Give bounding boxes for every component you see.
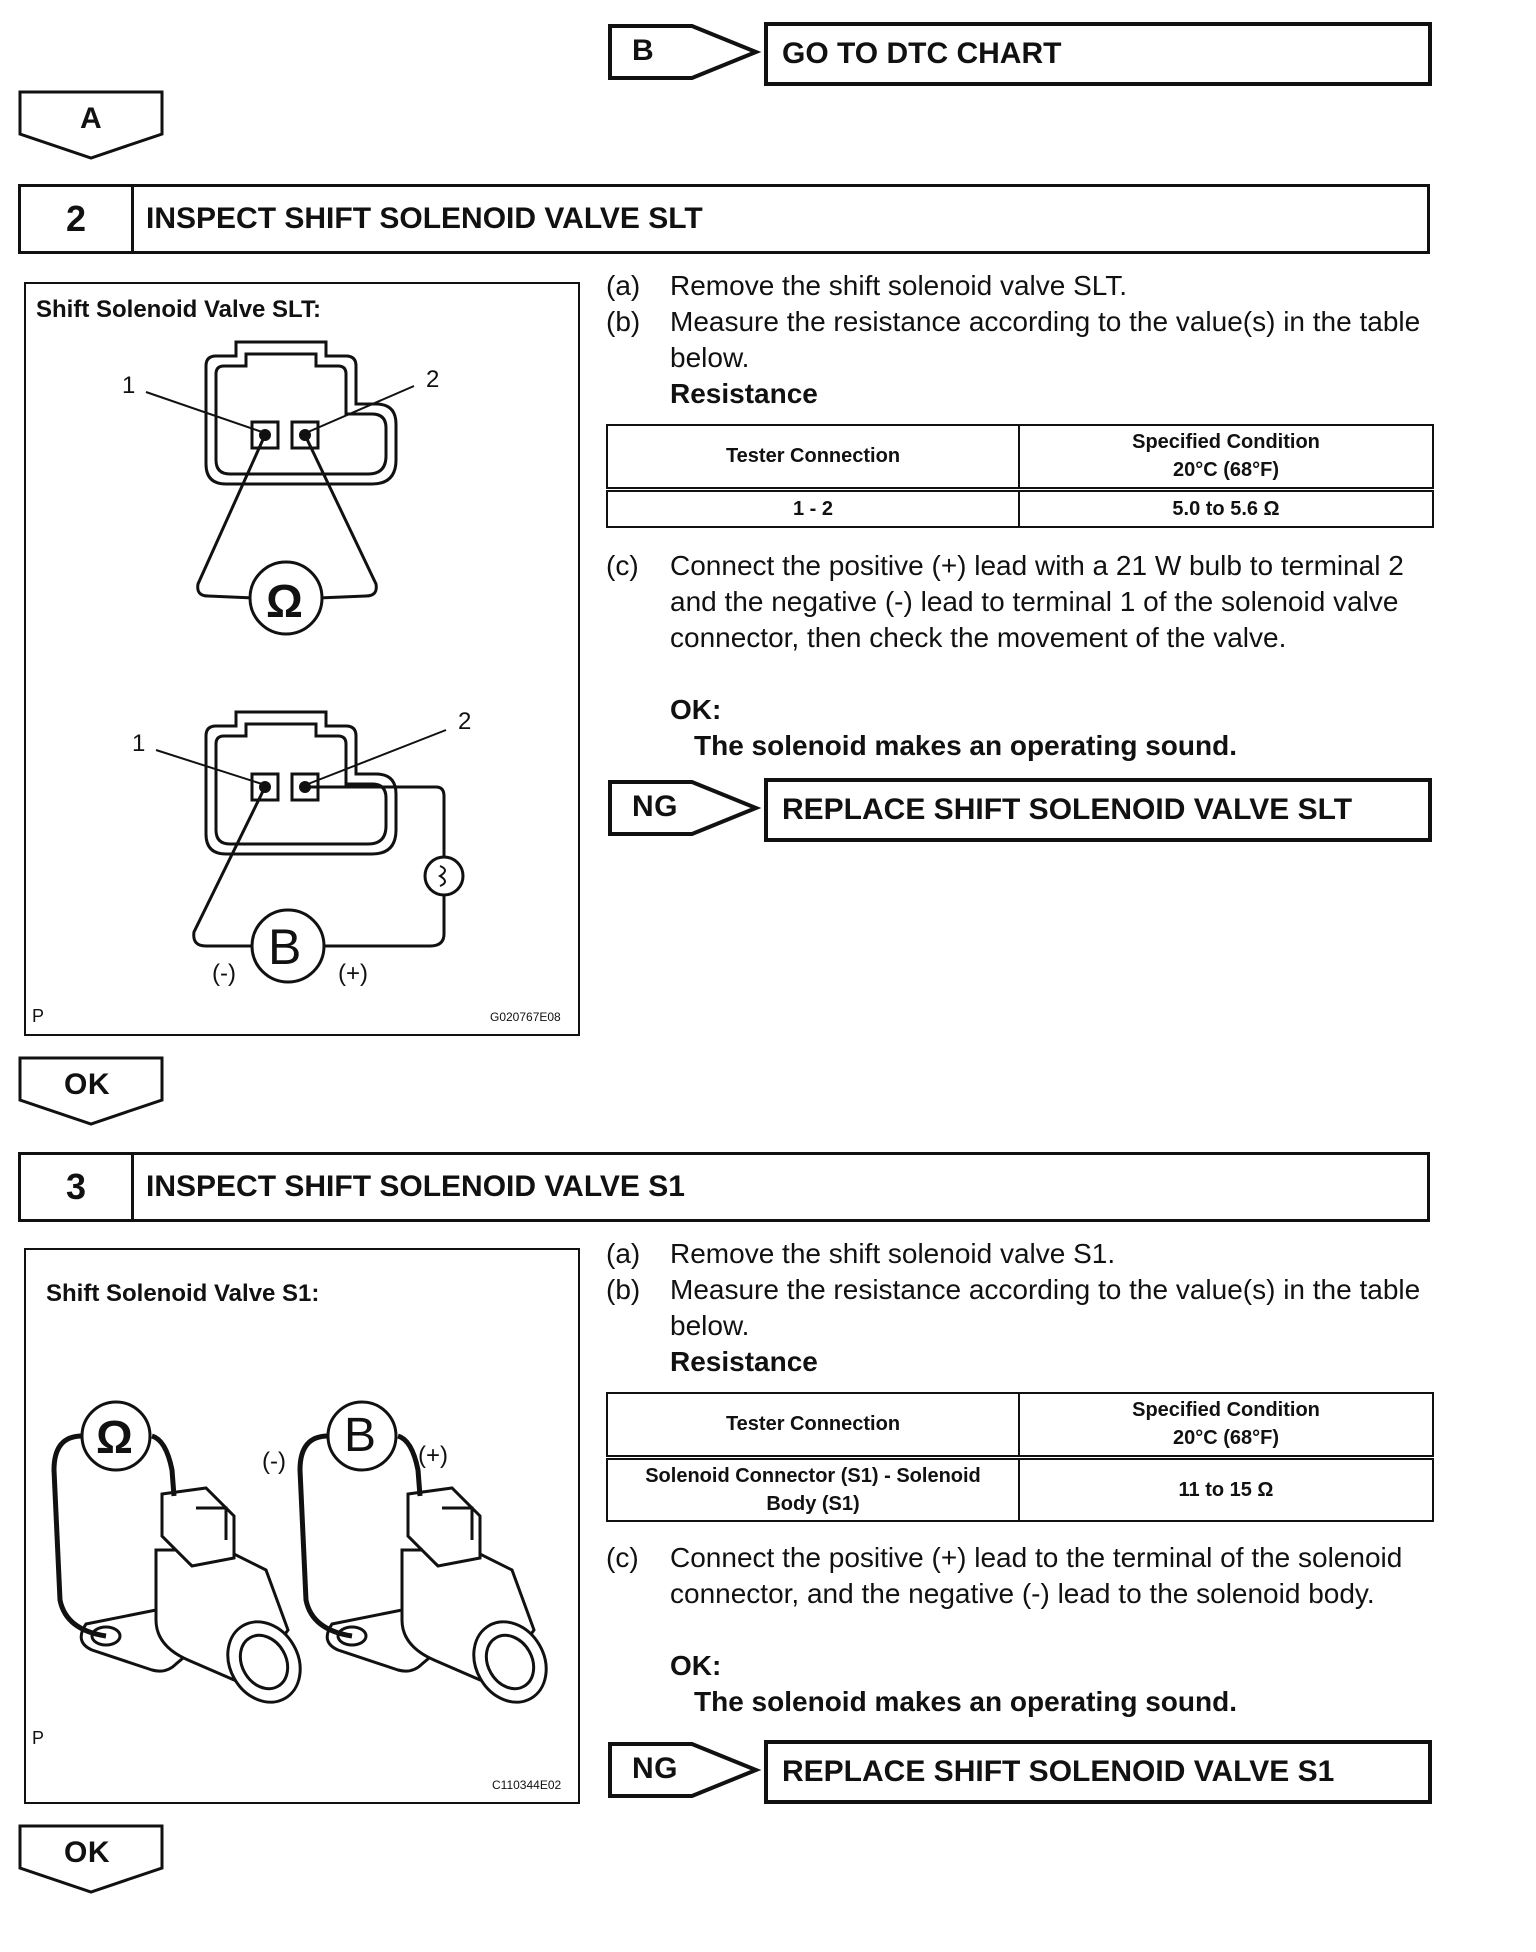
s1-solenoid-left — [79, 1486, 302, 1704]
s2-resistance-table: Tester Connection Specified Condition 20… — [606, 424, 1434, 528]
section-2-header: 2 INSPECT SHIFT SOLENOID VALVE SLT — [18, 184, 1430, 254]
s2-ok-text: The solenoid makes an operating sound. — [694, 730, 1237, 761]
s3-table-cell-condition: 11 to 15 Ω — [1018, 1454, 1434, 1522]
slt-term1-top-label: 1 — [122, 372, 136, 399]
s2-step-c: (c) Connect the positive (+) lead with a… — [606, 550, 1404, 653]
s1-battery-symbol: B — [344, 1409, 377, 1462]
s3-ng-result-box: REPLACE SHIFT SOLENOID VALVE S1 — [764, 1740, 1432, 1804]
figure-slt-diagram — [145, 340, 465, 984]
slt-term2-bottom-label: 2 — [458, 708, 472, 735]
s2-table-header-connection: Tester Connection — [606, 424, 1020, 490]
s2-step-b: (b) Measure the resistance according to … — [606, 306, 1421, 373]
s2-ok-label: OK: — [670, 694, 722, 725]
figure-s1-corner-label: P — [32, 1728, 45, 1748]
s3-table-header-connection: Tester Connection — [606, 1392, 1020, 1458]
s3-ok-text: The solenoid makes an operating sound. — [694, 1686, 1237, 1717]
figure-slt-corner-label: P — [32, 1006, 45, 1026]
s3-ng-arrow — [608, 1742, 762, 1798]
s1-pos-label: (+) — [418, 1442, 448, 1469]
s2-table-header-condition: Specified Condition 20°C (68°F) — [1018, 424, 1434, 490]
s2-ok-arrow-label: OK — [64, 1068, 110, 1101]
flow-b-result-text: GO TO DTC CHART — [782, 37, 1062, 70]
slt-ohm-symbol: Ω — [266, 575, 303, 627]
section-3-header: 3 INSPECT SHIFT SOLENOID VALVE S1 — [18, 1152, 1430, 1222]
slt-connector-top — [204, 340, 398, 486]
slt-battery-symbol: B — [268, 919, 302, 975]
slt-pos-label: (+) — [338, 960, 368, 987]
s3-resistance-label: Resistance — [670, 1346, 818, 1377]
s2-table-cell-condition: 5.0 to 5.6 Ω — [1018, 486, 1434, 528]
slt-terminal-1-bottom — [250, 772, 280, 802]
s3-step-b: (b) Measure the resistance according to … — [606, 1274, 1421, 1341]
s2-resistance-label: Resistance — [670, 378, 818, 409]
figure-s1-title: Shift Solenoid Valve S1: — [46, 1280, 320, 1307]
s3-ng-result-text: REPLACE SHIFT SOLENOID VALVE S1 — [782, 1755, 1335, 1788]
s1-ohmmeter — [80, 1400, 152, 1472]
flow-a-label: A — [80, 102, 103, 135]
slt-terminal-1-top — [250, 420, 280, 450]
slt-connector-bottom — [204, 710, 398, 856]
figure-slt-title: Shift Solenoid Valve SLT: — [36, 296, 321, 323]
s3-table-header-condition: Specified Condition 20°C (68°F) — [1018, 1392, 1434, 1458]
s1-battery — [326, 1400, 398, 1472]
s2-ng-result-box: REPLACE SHIFT SOLENOID VALVE SLT — [764, 778, 1432, 842]
s3-step-a: (a) Remove the shift solenoid valve S1. — [606, 1238, 1116, 1269]
s2-table-cell-connection: 1 - 2 — [606, 486, 1020, 528]
flow-b-result-box: GO TO DTC CHART — [764, 22, 1432, 86]
figure-s1: Shift Solenoid Valve S1: — [24, 1248, 580, 1804]
s2-ng-label: NG — [632, 790, 678, 823]
flow-b-label: B — [632, 34, 655, 67]
s2-ng-arrow — [608, 780, 762, 836]
slt-term2-top-label: 2 — [426, 366, 440, 393]
slt-terminal-2-top — [290, 420, 320, 450]
s2-step-a: (a) Remove the shift solenoid valve SLT. — [606, 270, 1128, 301]
figure-slt: Shift Solenoid Valve SLT: — [24, 282, 580, 1036]
s1-solenoid-right — [325, 1486, 548, 1704]
section-3-title: INSPECT SHIFT SOLENOID VALVE S1 — [146, 1170, 685, 1203]
flow-a-down-arrow — [18, 90, 164, 160]
figure-slt-code: G020767E08 — [490, 1010, 561, 1024]
s1-neg-label: (-) — [262, 1448, 286, 1475]
slt-ohmmeter — [248, 560, 324, 636]
s3-ok-label: OK: — [670, 1650, 722, 1681]
section-2-number: 2 — [21, 187, 134, 251]
slt-battery — [250, 908, 326, 984]
slt-bulb-icon — [423, 855, 465, 897]
section-2-title: INSPECT SHIFT SOLENOID VALVE SLT — [146, 202, 703, 235]
section-3-number: 3 — [21, 1155, 134, 1219]
s3-ng-label: NG — [632, 1752, 678, 1785]
figure-s1-code: C110344E02 — [492, 1778, 562, 1792]
slt-term1-bottom-label: 1 — [132, 730, 146, 757]
s3-step-c: (c) Connect the positive (+) lead to the… — [606, 1542, 1403, 1609]
flow-b-arrow — [608, 24, 762, 80]
s3-ok-down-arrow — [18, 1824, 164, 1894]
s1-ohm-symbol: Ω — [96, 1411, 133, 1463]
slt-neg-label: (-) — [212, 960, 236, 987]
figure-s1-diagram — [51, 1400, 548, 1704]
s3-resistance-table: Tester Connection Specified Condition 20… — [606, 1392, 1434, 1522]
s3-table-cell-connection: Solenoid Connector (S1) - Solenoid Body … — [606, 1454, 1020, 1522]
s2-ng-result-text: REPLACE SHIFT SOLENOID VALVE SLT — [782, 793, 1353, 826]
s3-ok-arrow-label: OK — [64, 1836, 110, 1869]
s2-ok-down-arrow — [18, 1056, 164, 1126]
